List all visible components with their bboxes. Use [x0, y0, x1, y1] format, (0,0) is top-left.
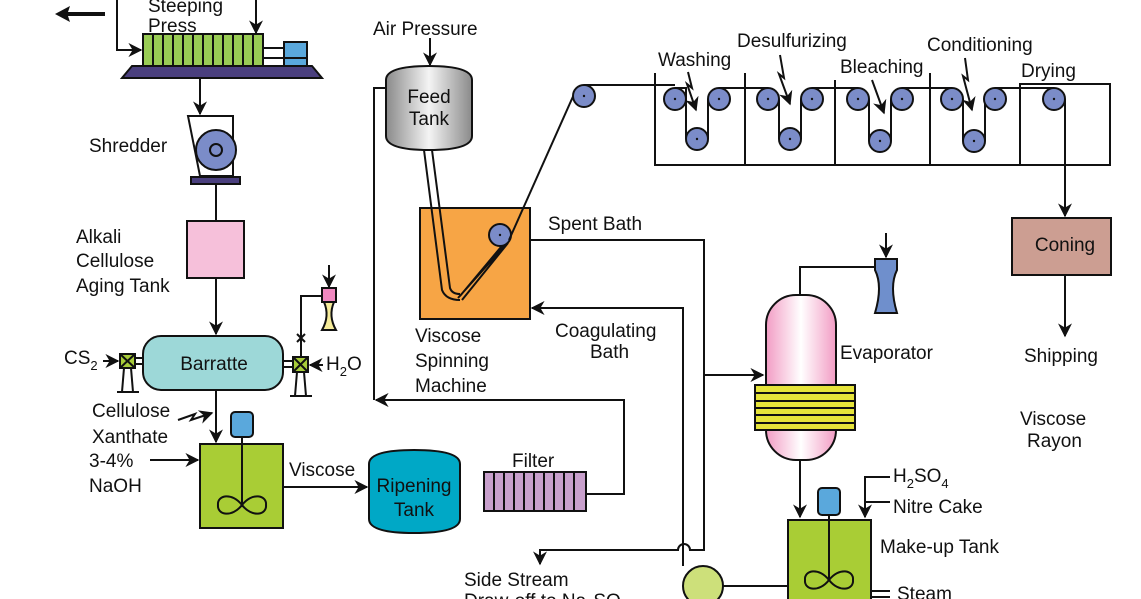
steeping-label: Steeping: [148, 0, 223, 17]
nitre-cake-label: Nitre Cake: [893, 497, 983, 518]
shipping-label: Shipping: [1024, 346, 1098, 367]
barratte-label: Barratte: [180, 354, 248, 375]
cs2-label: CS2: [64, 348, 98, 373]
viscose-label: Viscose: [289, 460, 355, 481]
ripening-tank: [368, 448, 461, 535]
filter-return-line: [374, 393, 625, 495]
roller-axle-icon: [878, 139, 882, 143]
roller-axle-icon: [673, 97, 677, 101]
roller-axle-icon: [950, 97, 954, 101]
bath-pointer-icons: [684, 54, 976, 115]
coagulating-bath-line: [530, 301, 684, 566]
washing-label: Washing: [658, 50, 731, 71]
roller-axle-icon: [766, 97, 770, 101]
spent-bath-line: [530, 239, 705, 566]
naoh-label: NaOH: [89, 476, 142, 497]
aging-label-3: Aging Tank: [76, 276, 170, 297]
dissolver-tank: [199, 411, 284, 529]
feed-tank: [385, 64, 473, 152]
press-inlet-line: [116, 0, 143, 57]
bleaching-label: Bleaching: [840, 57, 923, 78]
viscose-spinning-machine: [419, 207, 531, 320]
makeup-tank-label: Make-up Tank: [880, 537, 999, 558]
shredder: [186, 115, 241, 185]
steam-label: Steam: [897, 584, 952, 599]
steam-lines: [871, 590, 890, 598]
draw-off-label: Draw-off to Na2SO: [464, 591, 621, 599]
evaporator: [765, 294, 837, 461]
roller-axle-icon: [900, 97, 904, 101]
aging-label-2: Cellulose: [76, 251, 154, 272]
makeup-agitator-icon: [804, 570, 854, 590]
rayon-label-2: Rayon: [1027, 431, 1082, 452]
feed-tank-supply-line: [373, 87, 386, 400]
press-motor-icon: [283, 41, 308, 67]
roller-axle-icon: [972, 139, 976, 143]
evaporator-vapor-line: [799, 266, 876, 295]
h2o-valve-icon: [283, 356, 312, 397]
agitator-icon: [217, 495, 267, 515]
spinning-label-3: Machine: [415, 376, 487, 397]
vent-line: [300, 295, 322, 357]
vent-cup-icon: [320, 287, 338, 331]
coag-label-2: Bath: [590, 342, 629, 363]
fiber-line: [508, 91, 576, 241]
desulfurizing-label: Desulfurizing: [737, 31, 847, 52]
ejector-icon: [873, 258, 899, 314]
filter-label: Filter: [512, 451, 555, 472]
treatment-baths: [654, 73, 1111, 215]
spinning-label-1: Viscose: [415, 326, 481, 347]
evaporator-heating-coil: [754, 384, 856, 431]
coning-label: Coning: [1035, 235, 1095, 256]
air-pressure-label: Air Pressure: [373, 19, 478, 40]
feed-tank-label: Tank: [409, 109, 450, 130]
mixer-motor-icon: [230, 411, 254, 438]
roller-axle-icon: [695, 137, 699, 141]
cs2-valve-icon: [117, 353, 143, 393]
spinneret-pipe-icon: [423, 149, 509, 301]
ripening-label: Ripening: [377, 476, 452, 497]
xanthate-label-2: Xanthate: [92, 427, 168, 448]
side-stream-label: Side Stream: [464, 570, 569, 591]
spent-bath-label: Spent Bath: [548, 214, 642, 235]
xanthate-label-1: Cellulose: [92, 401, 170, 422]
alkali-cellulose-aging-tank: [186, 220, 245, 279]
evaporator-label: Evaporator: [840, 343, 934, 364]
filter: [483, 471, 587, 512]
h2so4-line: [858, 476, 890, 519]
bath-rollers: [663, 87, 1066, 153]
aging-label-1: Alkali: [76, 227, 121, 248]
steeping-press: [119, 33, 325, 79]
feed-label: Feed: [407, 87, 450, 108]
ripening-tank-label: Tank: [394, 500, 435, 521]
roller-axle-icon: [810, 97, 814, 101]
coag-label-1: Coagulating: [555, 321, 656, 342]
rayon-label-1: Viscose: [1020, 409, 1086, 430]
roller-axle-icon: [788, 137, 792, 141]
roller-axle-icon: [993, 97, 997, 101]
h2so4-label: H2SO4: [893, 466, 949, 491]
roller-axle-icon: [717, 97, 721, 101]
shredder-label: Shredder: [89, 136, 168, 157]
press-label: Press: [148, 16, 197, 37]
drying-label: Drying: [1021, 61, 1076, 82]
feed-arrow-icon: [55, 6, 105, 22]
coning-unit: [1011, 217, 1112, 276]
vent-valve-icon: [296, 333, 306, 343]
roller-axle-icon: [856, 97, 860, 101]
roller-axle-icon: [1052, 97, 1056, 101]
spinning-label-2: Spinning: [415, 351, 489, 372]
naoh-pct-label: 3-4%: [89, 451, 133, 472]
pump-icon: [682, 565, 724, 599]
conditioning-label: Conditioning: [927, 35, 1033, 56]
xanthate-pointer-icon: [177, 410, 214, 424]
makeup-motor-icon: [817, 487, 841, 516]
h2o-label: H2O: [326, 354, 362, 379]
